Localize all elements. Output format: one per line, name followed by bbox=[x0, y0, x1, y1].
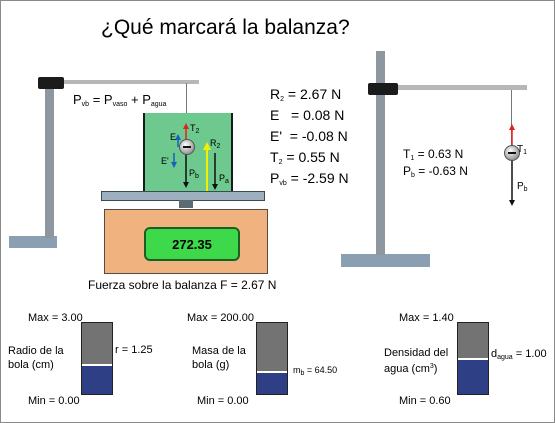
left-stand-base bbox=[9, 236, 57, 248]
right-stand-arm bbox=[389, 85, 527, 90]
scale-display: 272.35 bbox=[144, 227, 240, 261]
scale-neck bbox=[179, 200, 193, 208]
force-diagram bbox=[171, 123, 218, 191]
density-value: dagua = 1.00 bbox=[491, 348, 547, 361]
left-string bbox=[186, 83, 187, 135]
label-r2: R2 bbox=[210, 138, 221, 150]
value-row: R2 = 2.67 N bbox=[270, 86, 342, 103]
label-pa: Pa bbox=[219, 173, 229, 185]
submerged-ball bbox=[179, 139, 195, 155]
label-pb: Pb bbox=[189, 168, 199, 180]
label-e: E bbox=[170, 132, 177, 142]
right-value-t1: T1 = 0.63 N bbox=[403, 147, 464, 162]
mass-slider-empty bbox=[257, 323, 287, 371]
value-row: T2 = 0.55 N bbox=[270, 149, 340, 166]
radius-value: r = 1.25 bbox=[115, 344, 153, 356]
label-t2: T2 bbox=[190, 123, 200, 135]
value-row: E = 0.08 N bbox=[270, 107, 345, 123]
radius-min-label: Min = 0.00 bbox=[28, 395, 80, 407]
radius-slider[interactable] bbox=[81, 322, 113, 395]
label-eprime: E' bbox=[161, 156, 169, 166]
density-slider[interactable] bbox=[457, 322, 489, 395]
left-stand-clamp[interactable] bbox=[38, 77, 64, 89]
label-t1: T1 bbox=[517, 144, 528, 156]
value-row: Pvb = -2.59 N bbox=[270, 170, 349, 187]
radius-max-label: Max = 3.00 bbox=[28, 312, 83, 324]
hanging-ball bbox=[504, 145, 520, 161]
weight-equation: Pvb = Pvaso + Pagua bbox=[73, 92, 167, 108]
mass-max-label: Max = 200.00 bbox=[187, 312, 254, 324]
density-max-label: Max = 1.40 bbox=[399, 312, 454, 324]
radius-slider-empty bbox=[82, 323, 112, 364]
mass-slider[interactable] bbox=[256, 322, 288, 395]
right-force-diagram bbox=[509, 124, 515, 206]
mass-min-label: Min = 0.00 bbox=[197, 395, 249, 407]
mass-slider-handle[interactable] bbox=[257, 371, 287, 373]
right-string bbox=[511, 90, 512, 146]
density-slider-handle[interactable] bbox=[458, 358, 488, 360]
mass-value: mb = 64.50 bbox=[293, 365, 338, 377]
right-value-pb: Pb = -0.63 N bbox=[403, 164, 468, 179]
right-stand-base bbox=[341, 254, 430, 267]
density-min-label: Min = 0.60 bbox=[399, 395, 451, 407]
label-pb-right: Pb bbox=[517, 181, 528, 193]
right-stand-clamp[interactable] bbox=[368, 83, 398, 95]
radius-slider-handle[interactable] bbox=[82, 364, 112, 366]
value-row: E' = -0.08 N bbox=[270, 128, 348, 144]
right-stand-post bbox=[376, 51, 385, 255]
page-title: ¿Qué marcará la balanza? bbox=[101, 16, 350, 39]
left-stand-arm bbox=[59, 80, 199, 84]
left-stand-post bbox=[45, 78, 54, 238]
force-readout: Fuerza sobre la balanza F = 2.67 N bbox=[88, 278, 277, 292]
density-slider-empty bbox=[458, 323, 488, 358]
